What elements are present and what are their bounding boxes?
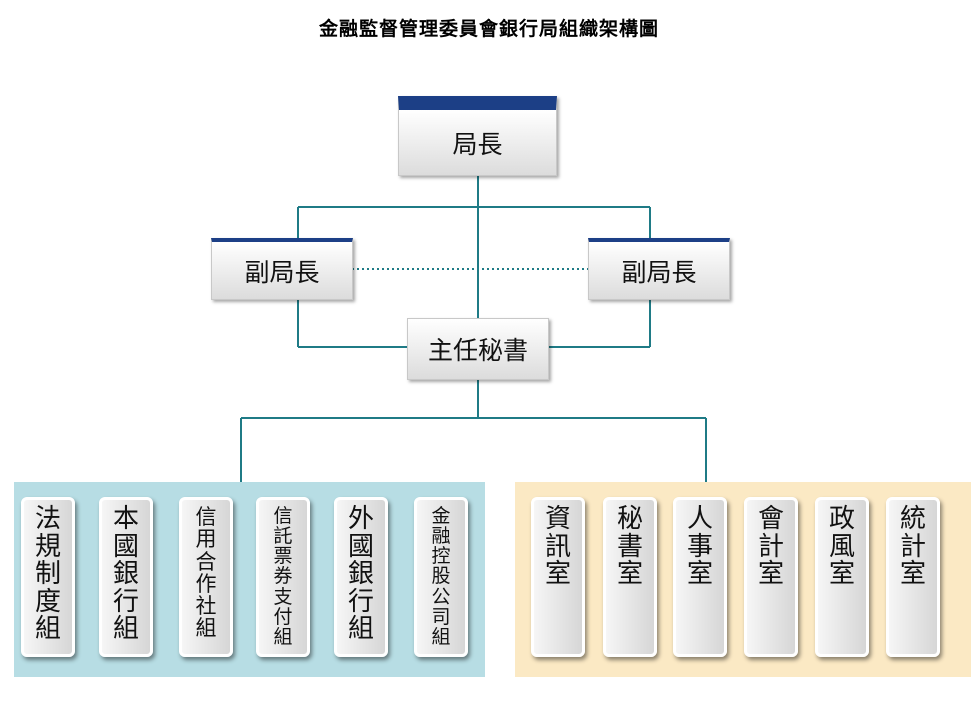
division-label: 金融控股公司組: [431, 506, 450, 647]
office-label: 政風室: [828, 504, 855, 590]
label-character: 組: [273, 625, 293, 648]
division-unit: 信用合作社組: [179, 497, 233, 657]
label-character: 社: [195, 594, 217, 618]
office-label: 秘書室: [616, 504, 643, 590]
label-character: 統: [899, 504, 926, 534]
label-character: 訊: [544, 531, 571, 562]
secretary-label: 主任秘書: [427, 336, 528, 365]
label-character: 金: [431, 505, 451, 527]
label-character: 書: [616, 531, 643, 562]
label-character: 人: [686, 504, 713, 534]
label-character: 組: [195, 616, 217, 641]
deputy-right-label: 副局長: [621, 257, 697, 287]
office-label: 資訊室: [544, 504, 571, 590]
division-label: 外國銀行組: [347, 504, 374, 645]
division-label: 法規制度組: [34, 504, 61, 645]
label-character: 度: [34, 586, 61, 617]
office-label: 會計室: [757, 504, 784, 590]
deputy-left-label: 副局長: [244, 257, 320, 287]
label-character: 組: [112, 614, 139, 645]
division-unit: 外國銀行組: [334, 497, 388, 657]
office-unit: 秘書室: [603, 497, 657, 657]
label-character: 室: [757, 559, 784, 590]
label-character: 用: [195, 527, 217, 552]
label-character: 本: [112, 504, 139, 534]
label-character: 規: [34, 531, 61, 562]
label-character: 組: [347, 614, 374, 645]
label-character: 室: [544, 559, 571, 590]
label-character: 託: [273, 525, 293, 548]
division-unit: 信託票券支付組: [256, 497, 310, 657]
label-character: 室: [828, 559, 855, 590]
label-character: 作: [195, 571, 217, 596]
label-character: 司: [431, 605, 451, 628]
label-character: 計: [899, 531, 926, 562]
label-character: 銀: [112, 559, 139, 590]
secretary-box: 主任秘書: [407, 318, 549, 380]
label-character: 外: [347, 504, 374, 534]
office-unit: 資訊室: [531, 497, 585, 657]
division-unit: 本國銀行組: [99, 497, 153, 657]
chart-title: 金融監督管理委員會銀行局組織架構圖: [318, 18, 659, 40]
chief-box: 局長: [398, 96, 557, 176]
label-character: 室: [616, 559, 643, 590]
division-label: 信託票券支付組: [273, 506, 292, 647]
label-character: 行: [347, 586, 374, 617]
label-character: 股: [431, 565, 451, 588]
chief-label: 局長: [452, 129, 503, 159]
deputy-left-box: 副局長: [211, 238, 353, 300]
label-character: 國: [112, 531, 139, 562]
label-character: 制: [34, 559, 61, 590]
label-character: 銀: [347, 559, 374, 590]
label-character: 組: [431, 625, 451, 648]
office-unit: 會計室: [744, 497, 798, 657]
label-character: 會: [757, 504, 784, 534]
label-character: 資: [544, 504, 571, 534]
label-character: 法: [34, 504, 61, 534]
label-character: 信: [273, 505, 293, 527]
label-character: 風: [828, 531, 855, 562]
office-unit: 統計室: [886, 497, 940, 657]
label-character: 融: [431, 525, 451, 548]
office-label: 統計室: [899, 504, 926, 590]
division-label: 本國銀行組: [112, 504, 139, 645]
office-unit: 政風室: [815, 497, 869, 657]
office-label: 人事室: [686, 504, 713, 590]
label-character: 付: [273, 605, 293, 628]
label-character: 公: [431, 585, 451, 608]
division-label: 信用合作社組: [196, 506, 217, 640]
label-character: 控: [431, 545, 451, 568]
divisions-panel: [14, 482, 485, 677]
division-unit: 法規制度組: [21, 497, 75, 657]
label-character: 事: [686, 531, 713, 562]
office-unit: 人事室: [673, 497, 727, 657]
division-unit: 金融控股公司組: [414, 497, 468, 657]
label-character: 國: [347, 531, 374, 562]
label-character: 支: [273, 585, 293, 608]
deputy-right-box: 副局長: [588, 238, 730, 300]
label-character: 信: [195, 505, 217, 529]
label-character: 行: [112, 586, 139, 617]
label-character: 票: [273, 545, 293, 568]
label-character: 秘: [616, 504, 643, 534]
label-character: 券: [273, 565, 293, 588]
label-character: 合: [195, 549, 217, 574]
label-character: 室: [686, 559, 713, 590]
label-character: 計: [757, 531, 784, 562]
label-character: 組: [34, 614, 61, 645]
label-character: 政: [828, 504, 855, 534]
label-character: 室: [899, 559, 926, 590]
